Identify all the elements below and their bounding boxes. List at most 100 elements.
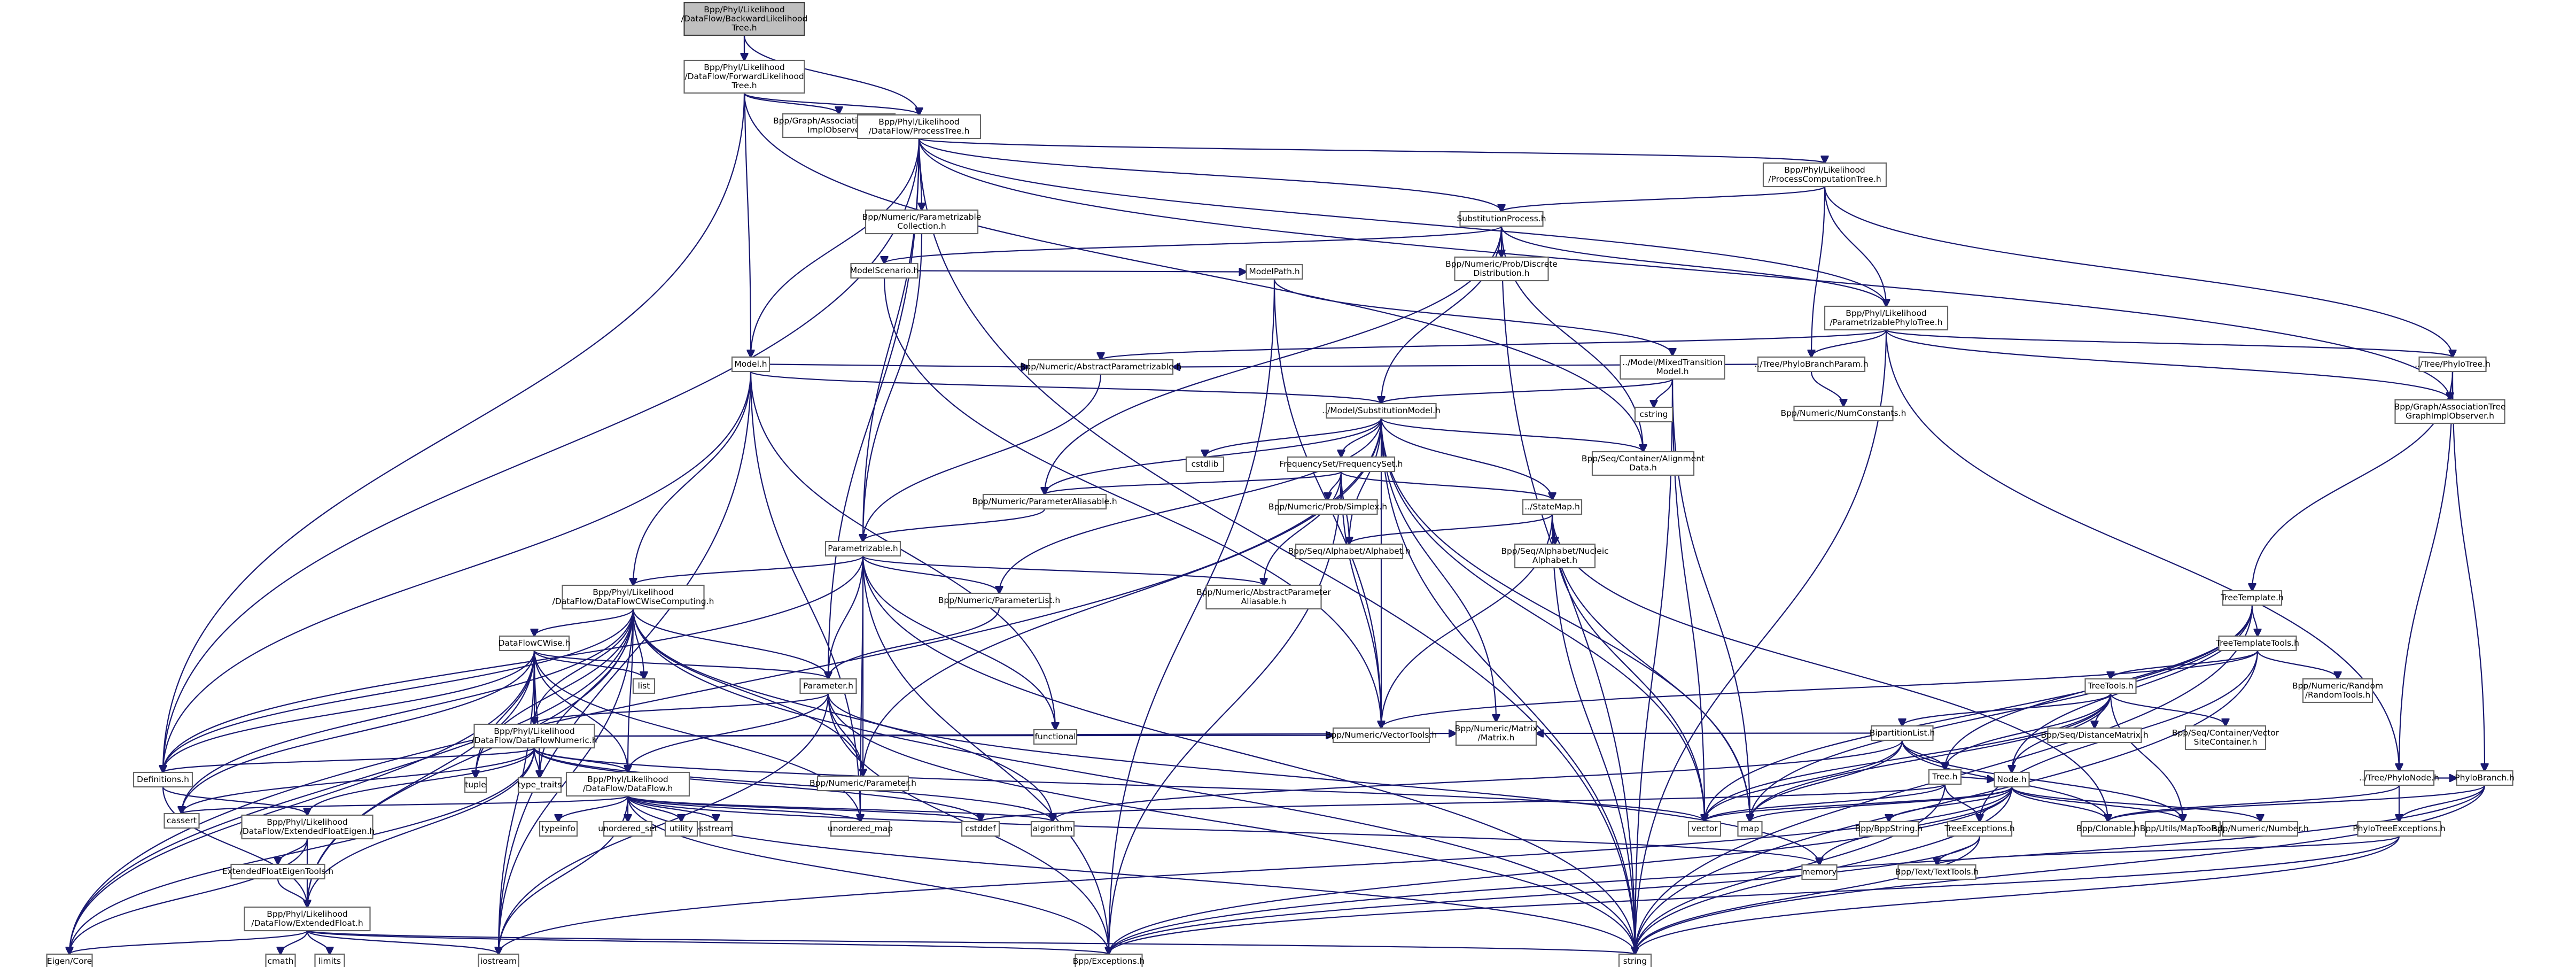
node-label: Bpp/Numeric/Parametrizable <box>862 212 982 222</box>
graph-node[interactable]: Bpp/Seq/Alphabet/Alphabet.h <box>1288 543 1411 560</box>
graph-node[interactable]: Bpp/Phyl/Likelihood/DataFlow/BackwardLik… <box>681 2 808 36</box>
graph-node[interactable]: limits <box>314 953 345 967</box>
graph-node[interactable]: utility <box>664 821 698 837</box>
graph-node[interactable]: Bpp/Phyl/Likelihood/DataFlow/ForwardLike… <box>683 59 805 94</box>
graph-node[interactable]: DataFlowCWise.h <box>499 635 571 652</box>
graph-node[interactable]: ModelPath.h <box>1246 264 1303 280</box>
include-edge <box>2251 605 2258 636</box>
graph-node[interactable]: sstream <box>699 821 733 837</box>
graph-node[interactable]: vector <box>1687 821 1722 837</box>
node-label: Bpp/Utils/MapTools.h <box>2140 824 2226 833</box>
graph-node[interactable]: Node.h <box>1994 771 2030 788</box>
graph-node[interactable]: Bpp/Numeric/Matrix/Matrix.h <box>1455 721 1538 746</box>
graph-node[interactable]: Bpp/Utils/MapTools.h <box>2140 821 2226 837</box>
graph-node[interactable]: Bpp/Phyl/Likelihood/DataFlow/ExtendedFlo… <box>244 906 371 932</box>
graph-node[interactable]: Definitions.h <box>133 771 193 788</box>
node-box <box>664 821 698 837</box>
graph-node[interactable]: PhyloBranch.h <box>2455 770 2515 786</box>
graph-node[interactable]: unordered_map <box>828 821 893 837</box>
node-label: Model.h <box>1656 367 1688 376</box>
include-edge <box>277 878 307 907</box>
graph-node[interactable]: Bpp/Text/TextTools.h <box>1895 864 1979 880</box>
include-edge <box>1885 329 2399 771</box>
graph-node[interactable]: cmath <box>265 953 296 967</box>
graph-node[interactable]: unordered_set <box>598 821 658 837</box>
graph-node[interactable]: Bpp/Numeric/VectorTools.h <box>1326 727 1437 744</box>
graph-node[interactable]: Bpp/Phyl/Likelihood/DataFlow/DataFlowNum… <box>471 723 597 749</box>
graph-node[interactable]: Bpp/Graph/AssociationTreeGraphImplObserv… <box>2394 399 2506 424</box>
graph-node[interactable]: Bpp/Phyl/Likelihood/ParametrizablePhyloT… <box>1824 305 1949 331</box>
node-label: functional <box>1034 732 1076 741</box>
graph-node[interactable]: SubstitutionProcess.h <box>1457 211 1546 227</box>
graph-node[interactable]: cassert <box>164 813 200 829</box>
graph-node[interactable]: Bpp/Numeric/Prob/Simplex.h <box>1268 499 1387 515</box>
graph-node[interactable]: TreeExceptions.h <box>1944 821 2015 837</box>
graph-node[interactable]: Bpp/BppString.h <box>1855 821 1923 837</box>
graph-node[interactable]: Bpp/Phyl/Likelihood/DataFlow/DataFlowCWi… <box>552 584 714 610</box>
graph-node[interactable]: TreeTemplate.h <box>2220 590 2284 606</box>
graph-node[interactable]: Tree.h <box>1928 769 1962 785</box>
graph-node[interactable]: cstdlib <box>1185 456 1225 473</box>
graph-node[interactable]: Bpp/Numeric/Random/RandomTools.h <box>2292 678 2383 703</box>
graph-node[interactable]: Bpp/Numeric/Parameter.h <box>810 775 916 792</box>
graph-node[interactable]: Parameter.h <box>799 678 857 694</box>
graph-node[interactable]: Bpp/Phyl/Likelihood/ProcessComputationTr… <box>1762 162 1887 188</box>
graph-node[interactable]: PhyloTreeExceptions.h <box>2353 821 2446 837</box>
graph-node[interactable]: Bpp/Numeric/AbstractParametrizable.h <box>1020 359 1182 375</box>
graph-node[interactable]: iostream <box>478 953 519 967</box>
graph-node[interactable]: TreeTools.h <box>2084 678 2137 694</box>
graph-node[interactable]: cstddef <box>961 821 1000 837</box>
graph-node[interactable]: Model.h <box>731 356 771 373</box>
node-box <box>1205 584 1322 610</box>
graph-node[interactable]: Parametrizable.h <box>824 540 901 557</box>
graph-node[interactable]: typeinfo <box>539 821 578 837</box>
graph-node[interactable]: functional <box>1033 729 1078 745</box>
node-label: ImplObserver.h <box>807 125 870 135</box>
graph-node[interactable]: ../Tree/PhyloNode.h <box>2359 770 2439 786</box>
graph-node[interactable]: ModelScenario.h <box>850 262 919 279</box>
graph-node[interactable]: Bpp/Phyl/Likelihood/DataFlow/ExtendedFlo… <box>240 814 375 840</box>
graph-node[interactable]: Bpp/Numeric/ParameterAliasable.h <box>972 493 1117 510</box>
node-label: /ParametrizablePhyloTree.h <box>1830 318 1942 327</box>
graph-node[interactable]: Bpp/Numeric/ParameterList.h <box>938 592 1061 609</box>
graph-node[interactable]: FrequencySet/FrequencySet.h <box>1279 456 1403 473</box>
graph-node[interactable]: list <box>632 678 656 694</box>
include-edge <box>1045 417 1382 494</box>
graph-node[interactable]: Bpp/Numeric/Number.h <box>2212 821 2309 837</box>
node-box <box>857 114 982 140</box>
graph-node[interactable]: TreeTemplateTools.h <box>2215 635 2299 652</box>
graph-node[interactable]: memory <box>1801 864 1838 880</box>
graph-node[interactable]: string <box>1618 953 1652 967</box>
graph-node[interactable]: Bpp/Exceptions.h <box>1073 953 1145 967</box>
graph-node[interactable]: ../Tree/PhyloBranchParam.h <box>1754 356 1869 373</box>
graph-node[interactable]: Eigen/Core <box>46 953 93 967</box>
graph-node[interactable]: ../Model/SubstitutionModel.h <box>1322 403 1441 419</box>
graph-node[interactable]: Bpp/Phyl/Likelihood/DataFlow/ProcessTree… <box>857 114 982 140</box>
graph-node[interactable]: map <box>1737 821 1763 837</box>
include-edge <box>69 838 308 954</box>
graph-node[interactable]: ../StateMap.h <box>1522 499 1583 515</box>
graph-node[interactable]: ExtendedFloatEigenTools.h <box>222 863 333 880</box>
graph-node[interactable]: Bpp/Clonable.h <box>2076 821 2139 837</box>
include-edge <box>1205 417 1382 457</box>
include-edge <box>1341 417 1382 457</box>
graph-node[interactable]: BipartitionList.h <box>1870 725 1935 741</box>
graph-node[interactable]: ../Tree/PhyloTree.h <box>2415 356 2491 373</box>
graph-node[interactable]: algorithm <box>1030 821 1075 837</box>
graph-node[interactable]: cstring <box>1634 406 1674 423</box>
graph-node[interactable]: Bpp/Phyl/Likelihood/DataFlow/DataFlow.h <box>565 771 690 797</box>
graph-node[interactable]: type_traits <box>518 777 562 793</box>
graph-node[interactable]: tuple <box>464 777 487 793</box>
graph-node[interactable]: Bpp/Seq/DistanceMatrix.h <box>2041 727 2149 744</box>
node-label: Bpp/Numeric/AbstractParameter <box>1196 587 1331 597</box>
graph-node[interactable]: Bpp/Numeric/NumConstants.h <box>1780 405 1906 422</box>
include-edge <box>1889 786 2013 822</box>
